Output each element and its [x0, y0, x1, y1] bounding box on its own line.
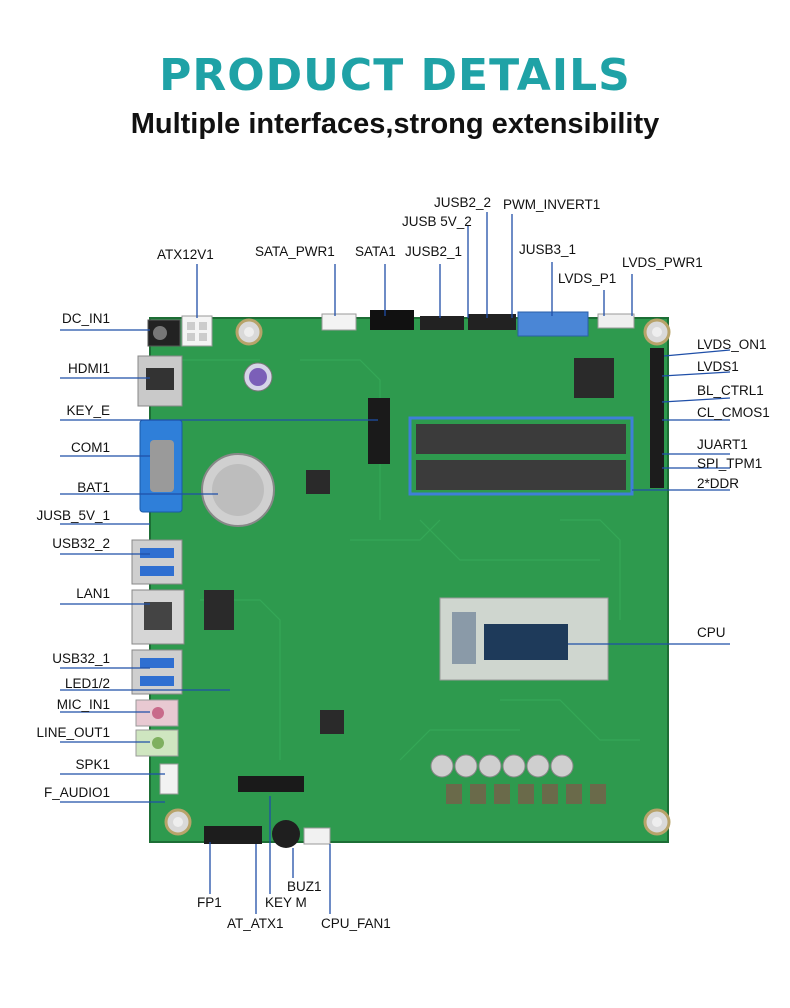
- m2-key-m-slot: [238, 776, 304, 792]
- jusb3-1-header: [517, 311, 589, 337]
- cpu-fan-connector: [303, 827, 331, 845]
- usb32-1-port: [131, 649, 183, 695]
- label-lan1: LAN1: [76, 586, 110, 601]
- label-lvds-on1: LVDS_ON1: [697, 337, 767, 352]
- label-key-e: KEY_E: [66, 403, 110, 418]
- fp-header: [204, 826, 248, 844]
- label-juart1: JUART1: [697, 437, 748, 452]
- label-cpu-fan1: CPU_FAN1: [321, 916, 391, 931]
- label-hdmi1: HDMI1: [67, 361, 110, 376]
- m2-key-e-slot: [368, 398, 390, 464]
- jusb2-1-header: [420, 316, 464, 330]
- label-2-ddr: 2*DDR: [697, 476, 740, 491]
- pcb-traces: [180, 359, 640, 761]
- usb32-2-port: [131, 539, 183, 585]
- label-jusb2-1: JUSB2_1: [405, 244, 463, 259]
- label-jusb-5v-2: JUSB 5V_2: [402, 214, 472, 229]
- label-usb32-2: USB32_2: [52, 536, 110, 551]
- ddr-slot-1: [416, 424, 626, 454]
- label-jusb-5v-1: JUSB_5V_1: [36, 508, 110, 523]
- label-sata1: SATA1: [355, 244, 396, 259]
- vrm-components: [430, 754, 574, 778]
- mounting-holes: [164, 318, 671, 836]
- label-cpu: CPU: [697, 625, 726, 640]
- at-atx-header: [248, 826, 262, 844]
- label-line-out1: LINE_OUT1: [36, 725, 110, 740]
- label-bl-ctrl1: BL_CTRL1: [697, 383, 764, 398]
- label-spk1: SPK1: [75, 757, 110, 772]
- spk-connector: [159, 763, 179, 795]
- label-lvds-p1: LVDS_P1: [558, 271, 617, 286]
- label-mic-in1: MIC_IN1: [56, 697, 110, 712]
- sata-connector: [370, 310, 414, 330]
- label-spi-tpm1: SPI_TPM1: [697, 456, 763, 471]
- ddr-slots-highlight: [408, 416, 634, 496]
- label-lvds-pwr1: LVDS_PWR1: [622, 255, 703, 270]
- sata-pwr-connector: [321, 313, 357, 331]
- buzzer: [272, 820, 300, 848]
- label-buz1: BUZ1: [287, 879, 322, 894]
- ddr-slot-2: [416, 460, 626, 490]
- label-jusb3-1: JUSB3_1: [519, 242, 577, 257]
- cpu-die: [484, 624, 568, 660]
- label-atx12v1: ATX12V1: [157, 247, 214, 262]
- jusb2-2-header: [468, 314, 516, 330]
- page-subtitle: Multiple interfaces,strong extensibility: [130, 108, 660, 140]
- lvds-p1-connector: [597, 313, 635, 329]
- label-usb32-1: USB32_1: [52, 651, 110, 666]
- label-lvds1: LVDS1: [697, 359, 739, 374]
- label-dc-in1: DC_IN1: [61, 311, 110, 326]
- label-f-audio1: F_AUDIO1: [43, 785, 110, 800]
- label-jusb2-2: JUSB2_2: [434, 195, 492, 210]
- label-cl-cmos1: CL_CMOS1: [697, 405, 770, 420]
- label-key-m: KEY M: [265, 895, 307, 910]
- label-com1: COM1: [70, 440, 110, 455]
- label-at-atx1: AT_ATX1: [227, 916, 284, 931]
- page-title: PRODUCT DETAILS: [159, 50, 631, 101]
- label-led1-2: LED1/2: [64, 676, 110, 691]
- label-pwm-invert1: PWM_INVERT1: [503, 197, 601, 212]
- label-sata-pwr1: SATA_PWR1: [255, 244, 335, 259]
- atx12v-connector: [181, 315, 213, 347]
- lvds-header-strip: [650, 348, 664, 488]
- label-fp1: FP1: [197, 895, 222, 910]
- callout-lines: [60, 212, 731, 914]
- label-bat1: BAT1: [77, 480, 110, 495]
